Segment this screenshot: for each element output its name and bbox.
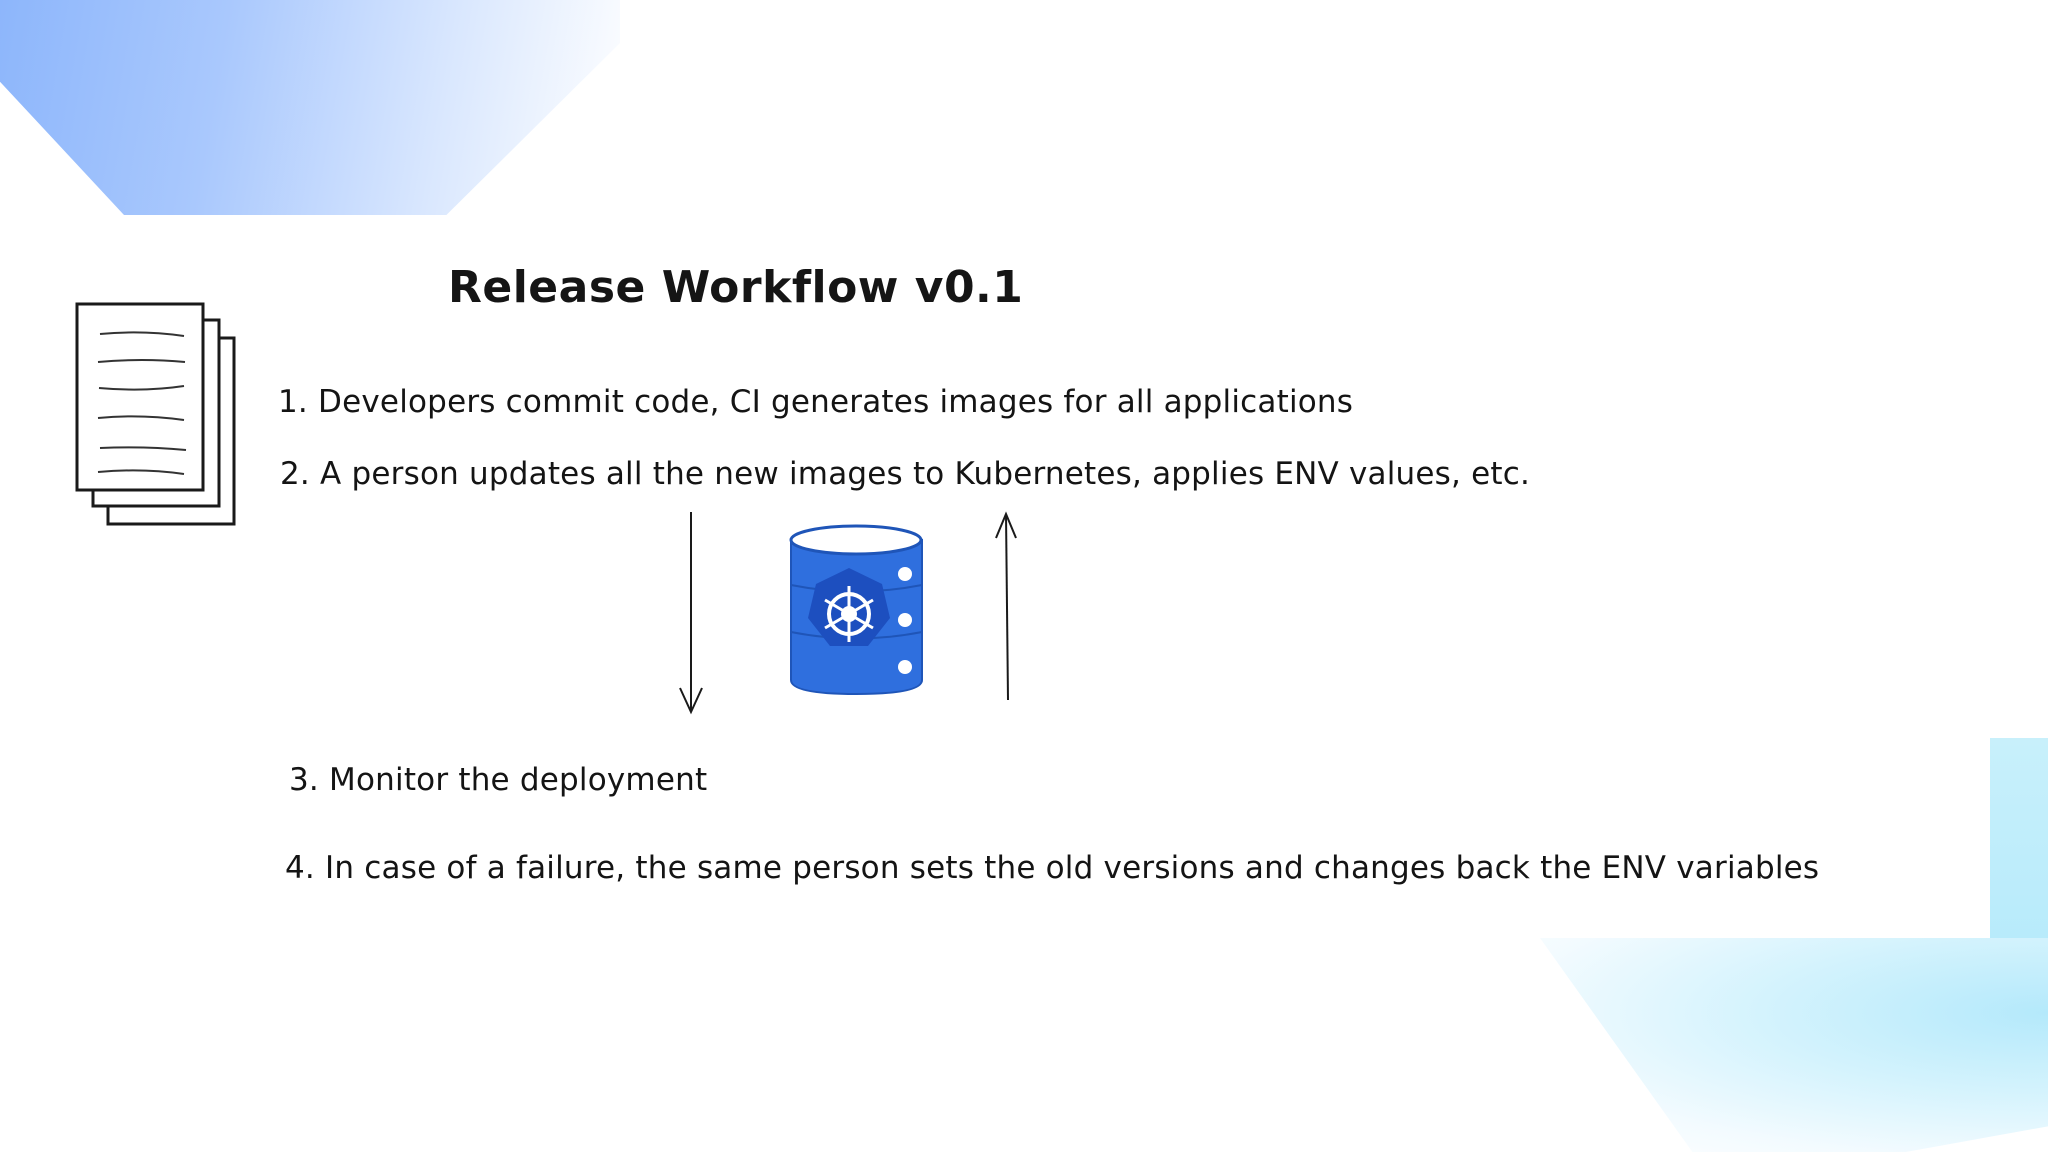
step-2: 2. A person updates all the new images t… bbox=[280, 456, 1530, 492]
background-shape-right bbox=[1990, 738, 2048, 938]
step-2-text: A person updates all the new images to K… bbox=[320, 456, 1531, 492]
step-1: 1. Developers commit code, CI generates … bbox=[278, 384, 1353, 420]
step-4-number: 4. bbox=[285, 850, 315, 886]
step-4-text: In case of a failure, the same person se… bbox=[325, 850, 1820, 886]
step-1-text: Developers commit code, CI generates ima… bbox=[318, 384, 1354, 420]
step-2-number: 2. bbox=[280, 456, 310, 492]
step-1-number: 1. bbox=[278, 384, 308, 420]
background-shape-top-left bbox=[0, 0, 620, 215]
arrow-down-icon bbox=[679, 512, 703, 715]
step-3-number: 3. bbox=[289, 762, 319, 798]
diagram-title: Release Workflow v0.1 bbox=[448, 262, 1024, 313]
kubernetes-database-icon bbox=[789, 524, 923, 696]
step-3-text: Monitor the deployment bbox=[329, 762, 708, 798]
kubernetes-helm-icon bbox=[824, 586, 874, 642]
step-3: 3. Monitor the deployment bbox=[289, 762, 707, 798]
background-shape-bottom-right bbox=[1540, 938, 2048, 1152]
document-stack-icon bbox=[75, 302, 236, 526]
arrow-up-icon bbox=[995, 511, 1017, 701]
step-4: 4. In case of a failure, the same person… bbox=[285, 850, 1819, 886]
